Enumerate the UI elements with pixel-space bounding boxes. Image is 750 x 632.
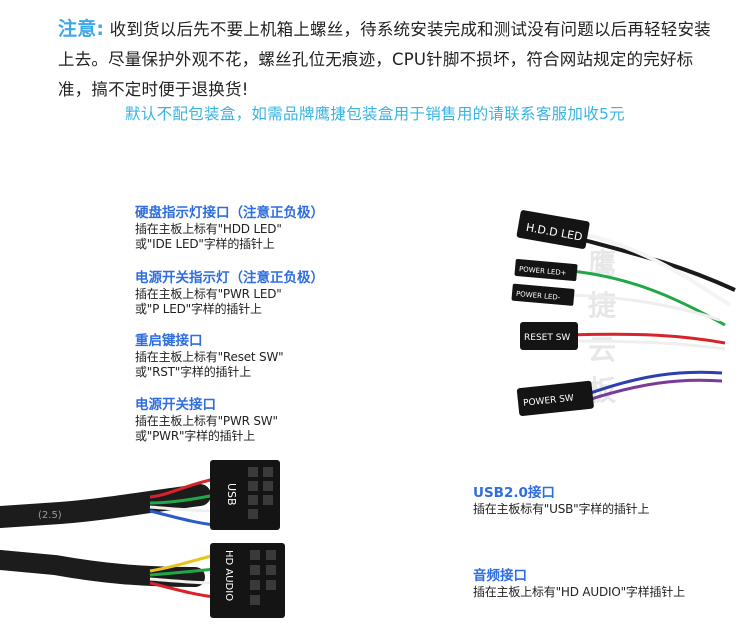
power-wire-purple [584, 378, 723, 403]
hdd-led-line2: 或"IDE LED"字样的插针上 [135, 237, 275, 251]
hdd-led-title: 硬盘指示灯接口（注意正负极） [135, 205, 324, 221]
power-sw-line1: 插在主板上标有"PWR SW" [135, 414, 278, 428]
reset-sw-line1: 插在主板上标有"Reset SW" [135, 350, 284, 364]
pled-wire-white [559, 293, 721, 322]
usb-description: USB2.0接口 插在主板标有"USB"字样的插针上 [473, 485, 649, 517]
usb-wire-green [149, 493, 216, 505]
power-led-line2: 或"P LED"字样的插针上 [135, 302, 262, 316]
audio-wire-green [149, 567, 216, 577]
pled-minus-label: POWER LED- [516, 290, 561, 302]
usb-wire-white [149, 505, 216, 513]
usb-wire-blue [149, 509, 216, 527]
usb-connector: USB [210, 460, 280, 530]
hdd-led-description: 硬盘指示灯接口（注意正负极） 插在主板上标有"HDD LED" 或"IDE LE… [135, 205, 324, 252]
audio-title: 音频接口 [473, 568, 527, 584]
notice-label: 注意: [58, 18, 105, 40]
usb-connector-label: USB [225, 483, 238, 506]
front-panel-cables: 鹰 捷 云 板 H.D.D LED POWER LED+ POWER LED- … [511, 210, 736, 416]
notice-text: 收到货以后先不要上机箱上螺丝，待系统安装完成和测试没有问题以后再轻轻安装上去。尽… [58, 20, 711, 99]
reset-wire-red [569, 332, 726, 345]
power-led-description: 电源开关指示灯（注意正负极） 插在主板上标有"PWR LED" 或"P LED"… [135, 270, 324, 317]
audio-connector-label: HD AUDIO [223, 550, 234, 601]
watermark-char-2: 捷 [588, 289, 616, 322]
hdd-led-line1: 插在主板上标有"HDD LED" [135, 222, 282, 236]
audio-wire-white [149, 577, 216, 585]
usb-line1: 插在主板标有"USB"字样的插针上 [473, 502, 650, 516]
power-sw-title: 电源开关接口 [135, 397, 216, 413]
reset-wire-white [569, 339, 726, 351]
reset-sw-description: 重启键接口 插在主板上标有"Reset SW" 或"RST"字样的插针上 [135, 333, 284, 380]
usb-cable [0, 484, 211, 528]
packaging-note: 默认不配包装盒，如需品牌鹰捷包装盒用于销售用的请联系客服加收5元 [125, 105, 625, 123]
pled-wire-green [559, 268, 726, 327]
power-led-plus-connector: POWER LED+ [514, 259, 578, 282]
power-wire-blue [584, 370, 723, 397]
hdd-wire-white [579, 231, 732, 307]
reset-sw-label: RESET SW [524, 333, 570, 343]
hdd-led-connector: H.D.D LED [516, 210, 590, 249]
power-led-minus-connector: POWER LED- [511, 283, 575, 306]
power-led-line1: 插在主板上标有"PWR LED" [135, 287, 282, 301]
notice-paragraph: 注意: 收到货以后先不要上机箱上螺丝，待系统安装完成和测试没有问题以后再轻轻安装… [58, 14, 718, 105]
reset-sw-connector: RESET SW [520, 322, 578, 350]
usb-audio-cables: (2.5) USB HD AUDIO [0, 460, 285, 618]
audio-line1: 插在主板上标有"HD AUDIO"字样插针上 [473, 585, 685, 599]
audio-description: 音频接口 插在主板上标有"HD AUDIO"字样插针上 [473, 568, 685, 600]
reset-sw-title: 重启键接口 [135, 333, 203, 349]
usb-wire-red [149, 477, 216, 499]
power-led-title: 电源开关指示灯（注意正负极） [135, 270, 324, 286]
audio-wire-yellow [149, 553, 216, 573]
usb-title: USB2.0接口 [473, 485, 555, 501]
audio-cable [0, 550, 205, 587]
usb-cable-print: (2.5) [38, 510, 62, 521]
watermark: 鹰 捷 云 板 [588, 247, 616, 407]
power-sw-connector: POWER SW [516, 380, 594, 416]
audio-wire-red [149, 581, 216, 599]
audio-connector: HD AUDIO [210, 543, 285, 618]
reset-sw-line2: 或"RST"字样的插针上 [135, 365, 251, 379]
watermark-char-3: 云 [588, 333, 616, 366]
power-sw-description: 电源开关接口 插在主板上标有"PWR SW" 或"PWR"字样的插针上 [135, 397, 278, 444]
power-sw-line2: 或"PWR"字样的插针上 [135, 429, 256, 443]
